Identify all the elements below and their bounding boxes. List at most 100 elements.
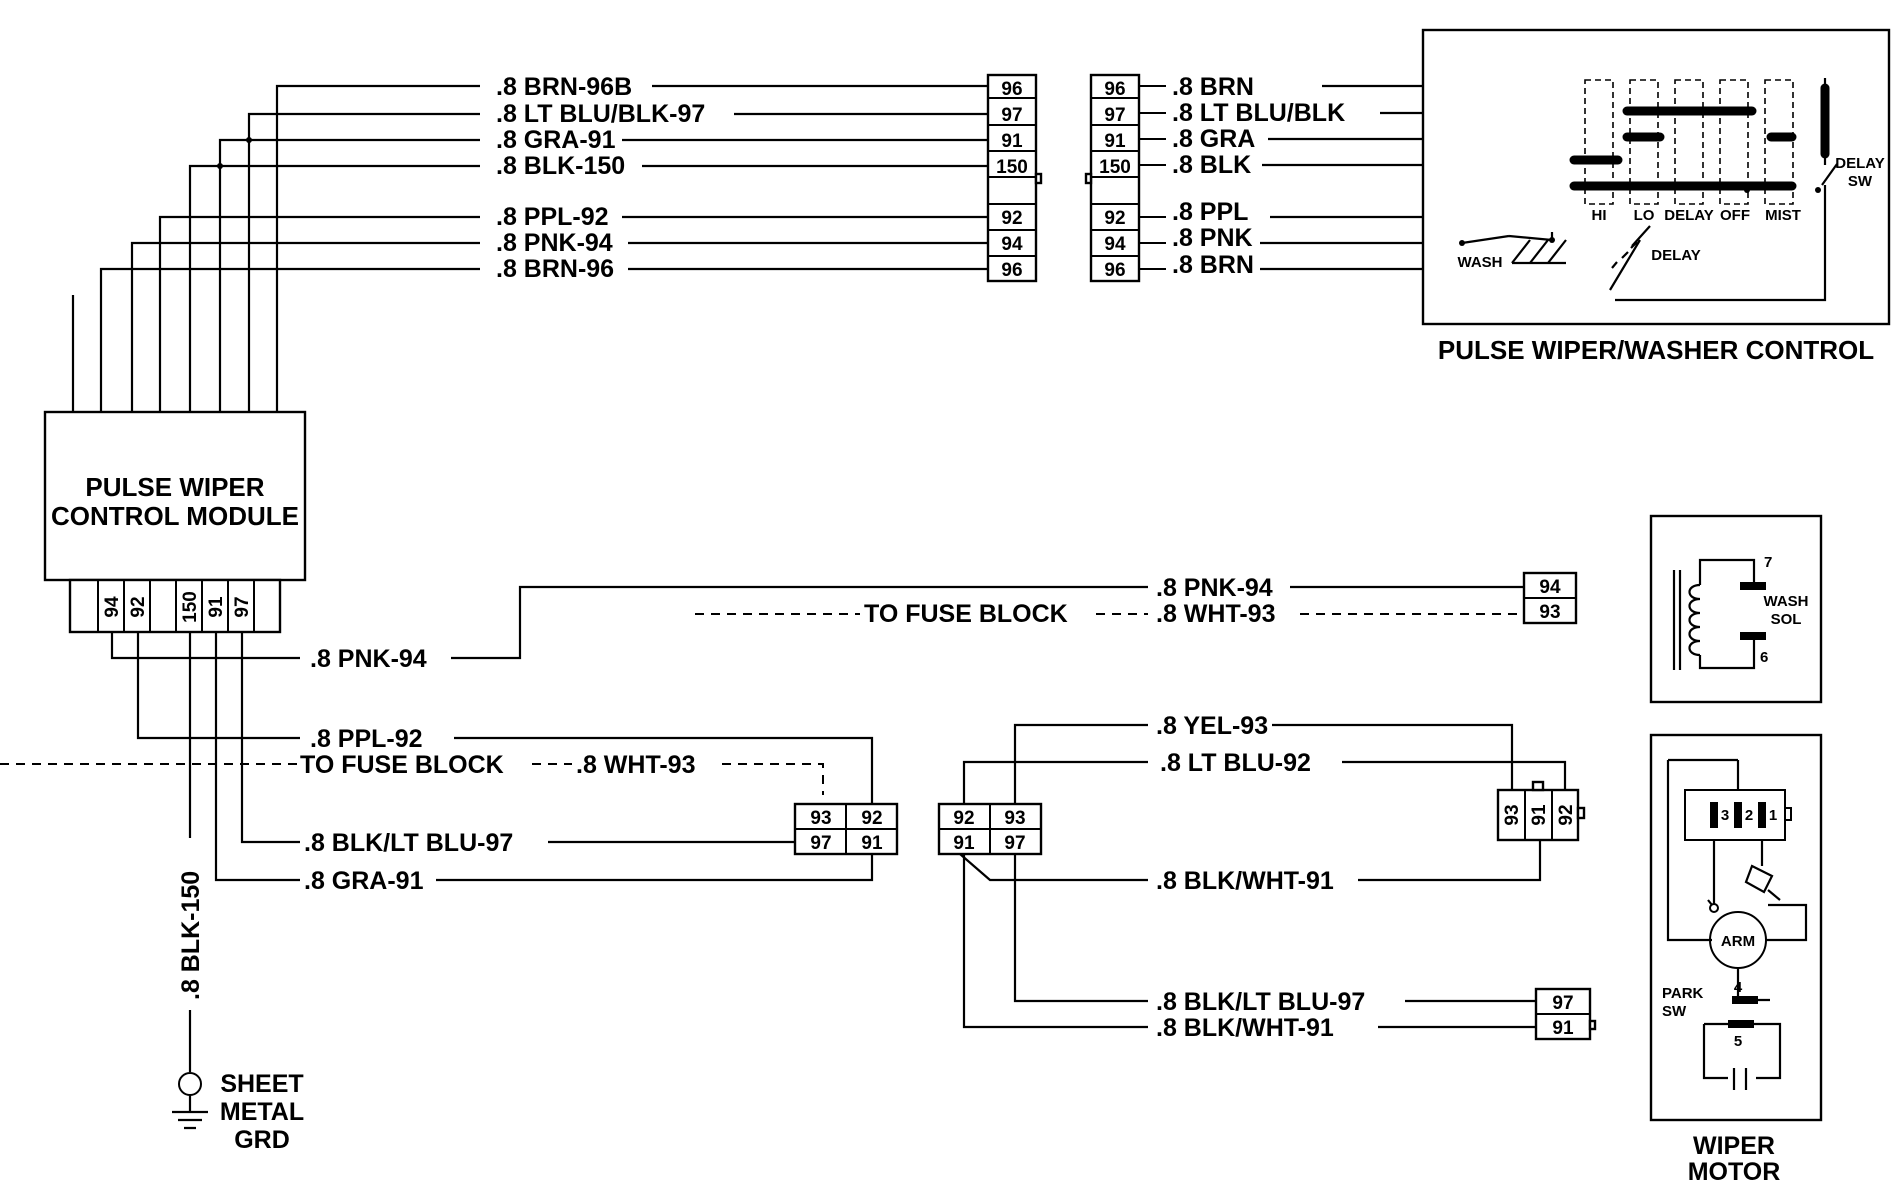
conn-a-pin-94: 94 — [1001, 234, 1023, 255]
label-wht93-left: .8 WHT-93 — [576, 751, 695, 779]
pulse-wiper-control-module: PULSE WIPER CONTROL MODULE 94 92 150 91 … — [43, 410, 307, 634]
conn-d-pin-92: 92 — [953, 808, 974, 829]
module-pin-150: 150 — [180, 591, 201, 623]
delay-sw-label-1: DELAY — [1835, 155, 1884, 172]
module-pin-94: 94 — [102, 596, 123, 618]
conn-c-pin-91: 91 — [861, 833, 883, 854]
conn-a-pin-91: 91 — [1001, 131, 1023, 152]
ground-label-2: METAL — [220, 1098, 304, 1126]
conn-b-pin-96: 96 — [1104, 79, 1125, 100]
motor-pin-3: 3 — [1721, 807, 1729, 824]
label-pnk-94: .8 PNK-94 — [496, 229, 613, 257]
park-sw-label-1: PARK — [1662, 985, 1704, 1002]
conn-d-pin-97: 97 — [1004, 833, 1025, 854]
conn-a-pin-92: 92 — [1001, 208, 1022, 229]
label-to-fuse-block-2: TO FUSE BLOCK — [300, 751, 504, 779]
module-title-line2: CONTROL MODULE — [51, 501, 299, 531]
motor-conn-pin-92: 92 — [1556, 804, 1577, 825]
top-left-labels: .8 BRN-96B .8 LT BLU/BLK-97 .8 GRA-91 .8… — [496, 73, 705, 283]
label-wht93-right: .8 WHT-93 — [1156, 600, 1275, 628]
module-title-line1: PULSE WIPER — [85, 472, 264, 502]
position-mist: MIST — [1765, 207, 1801, 224]
conn-b-pin-96b: 96 — [1104, 260, 1125, 281]
ground-label-3: GRD — [234, 1126, 290, 1154]
conn-c-pin-93: 93 — [810, 808, 831, 829]
top-right-labels: .8 BRN .8 LT BLU/BLK .8 GRA .8 BLK .8 PP… — [1172, 73, 1345, 279]
label-yel93: .8 YEL-93 — [1156, 712, 1268, 740]
motor-pin-2: 2 — [1745, 807, 1753, 824]
module-pin-91: 91 — [206, 596, 227, 618]
connector-a: 96 97 91 150 92 94 96 — [986, 73, 1043, 283]
conn-a-pin-96: 96 — [1001, 79, 1022, 100]
delay-label: DELAY — [1651, 247, 1700, 264]
label-brn: .8 BRN — [1172, 73, 1254, 101]
wiper-motor-caption-2: MOTOR — [1688, 1158, 1781, 1184]
washer-connector: 94 93 — [1522, 571, 1578, 625]
conn-a-pin-150: 150 — [996, 157, 1028, 178]
conn-b-pin-150: 150 — [1099, 157, 1131, 178]
label-blk-150: .8 BLK-150 — [496, 152, 625, 180]
label-blkwht91-b: .8 BLK/WHT-91 — [1156, 1014, 1334, 1042]
lower-left-labels: .8 PPL-92 TO FUSE BLOCK .8 WHT-93 .8 BLK… — [177, 725, 695, 1000]
wash-solenoid: 7 6 WASH SOL — [1649, 514, 1823, 704]
label-pnk: .8 PNK — [1172, 224, 1253, 252]
motor-conn-pin-91: 91 — [1529, 804, 1550, 826]
wiper-motor-caption-1: WIPER — [1693, 1132, 1775, 1160]
connector-c: 93 92 97 91 — [793, 802, 899, 856]
wash-sol-label-1: WASH — [1764, 593, 1809, 610]
lower-left-wires — [0, 632, 874, 1072]
conn-d-pin-93: 93 — [1004, 808, 1025, 829]
label-brn-96b: .8 BRN-96B — [496, 73, 632, 101]
module-pin-97: 97 — [232, 596, 253, 617]
conn-b-pin-92: 92 — [1104, 208, 1125, 229]
label-pnk94-right: .8 PNK-94 — [1156, 574, 1273, 602]
label-blkltblu97: .8 BLK/LT BLU-97 — [304, 829, 513, 857]
conn-e-pin-91: 91 — [1552, 1018, 1574, 1039]
label-blkltblu97-b: .8 BLK/LT BLU-97 — [1156, 988, 1365, 1016]
conn-a-pin-96b: 96 — [1001, 260, 1022, 281]
pulse-wiper-washer-control: DELAY SW HI LO DELAY OFF MIST WASH DELAY… — [1421, 28, 1891, 365]
label-blkwht91-a: .8 BLK/WHT-91 — [1156, 867, 1334, 895]
ground-symbol: SHEET METAL GRD — [172, 1070, 304, 1154]
module-pin-92: 92 — [128, 596, 149, 617]
label-ppl-92: .8 PPL-92 — [496, 203, 609, 231]
lower-right-wires — [959, 723, 1567, 1029]
motor-pin-1: 1 — [1769, 807, 1777, 824]
conn-e-pin-97: 97 — [1552, 993, 1573, 1014]
delay-sw-label-2: SW — [1848, 173, 1873, 190]
wash-sol-pin-6: 6 — [1760, 649, 1768, 666]
motor-conn-pin-93: 93 — [1502, 804, 1523, 825]
motor-pin-5: 5 — [1734, 1033, 1742, 1050]
conn-c-pin-97: 97 — [810, 833, 831, 854]
connector-b: 96 97 91 150 92 94 96 — [1084, 73, 1141, 283]
conn-b-pin-91: 91 — [1104, 131, 1126, 152]
control-title: PULSE WIPER/WASHER CONTROL — [1438, 335, 1874, 365]
conn-a-pin-97: 97 — [1001, 105, 1022, 126]
washer-conn-pin-93: 93 — [1539, 602, 1560, 623]
position-lo: LO — [1634, 207, 1655, 224]
label-blk150: .8 BLK-150 — [177, 871, 205, 1000]
motor-connector: 93 91 92 — [1496, 780, 1586, 842]
label-gra91: .8 GRA-91 — [304, 867, 424, 895]
label-brn-2: .8 BRN — [1172, 251, 1254, 279]
wash-sol-pin-7: 7 — [1764, 554, 1772, 571]
label-ltblu-blk: .8 LT BLU/BLK — [1172, 99, 1345, 127]
position-off: OFF — [1720, 207, 1750, 224]
label-ppl: .8 PPL — [1172, 198, 1248, 226]
conn-d-pin-91: 91 — [953, 833, 975, 854]
top-harness-wires — [71, 84, 988, 412]
ground-label-1: SHEET — [220, 1070, 303, 1098]
wash-label: WASH — [1458, 254, 1503, 271]
washer-conn-pin-94: 94 — [1539, 577, 1561, 598]
label-gra: .8 GRA — [1172, 125, 1255, 153]
lower-right-labels: .8 YEL-93 .8 LT BLU-92 .8 BLK/WHT-91 .8 … — [1156, 712, 1365, 1042]
mid-labels-right: .8 PNK-94 TO FUSE BLOCK .8 WHT-93 .8 PNK… — [310, 574, 1275, 673]
connector-d: 92 93 91 97 — [937, 802, 1043, 856]
label-ppl92: .8 PPL-92 — [310, 725, 423, 753]
label-brn-96: .8 BRN-96 — [496, 255, 614, 283]
motor-pin-4: 4 — [1734, 979, 1743, 996]
conn-c-pin-92: 92 — [861, 808, 882, 829]
position-hi: HI — [1592, 207, 1607, 224]
wiper-motor: 3 2 1 ARM 4 5 PARK SW WIPER MOTOR — [1649, 733, 1823, 1184]
wash-sol-label-2: SOL — [1771, 611, 1802, 628]
